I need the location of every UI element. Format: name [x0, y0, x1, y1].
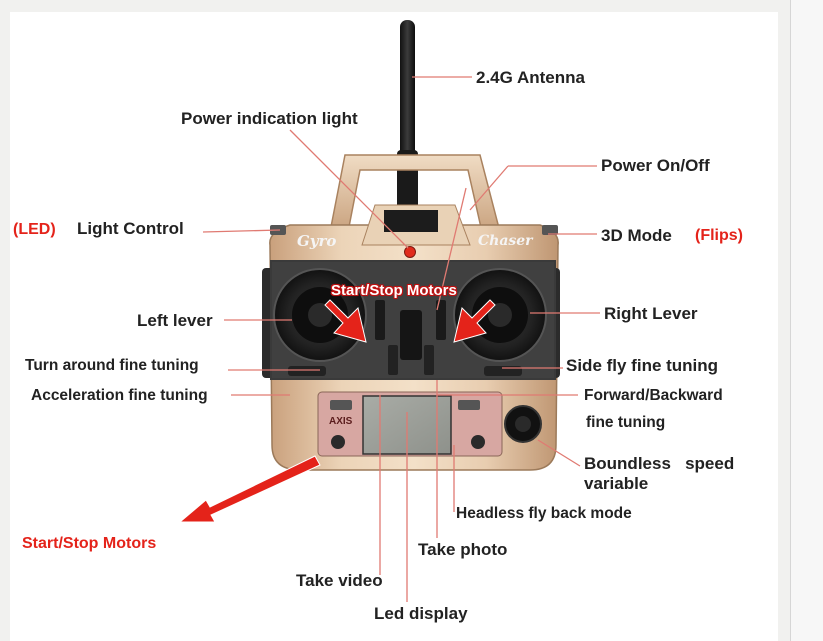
- start-stop-arrows: [178, 299, 496, 523]
- 3d-mode-label: 3D Mode: [601, 226, 672, 245]
- left-gimbal: [273, 268, 367, 362]
- right-panel: [791, 0, 823, 641]
- right-gimbal: [453, 268, 547, 362]
- boundless-label-line2: variable: [584, 474, 649, 493]
- take-photo-label: Take photo: [418, 540, 508, 559]
- start-stop-top-annotation: Start/Stop Motors: [331, 282, 457, 299]
- boundless-label-line1: Boundless speed: [584, 454, 735, 473]
- accel-tuning-label: Acceleration fine tuning: [31, 387, 208, 404]
- fwd-tuning-label-line1: Forward/Backward: [584, 387, 723, 404]
- lower-panel: [317, 391, 542, 457]
- power-onoff-label: Power On/Off: [601, 156, 710, 175]
- antenna-label: 2.4G Antenna: [476, 68, 585, 87]
- antenna: [397, 20, 418, 210]
- gyro-brand-text: Gyro: [297, 232, 337, 250]
- left-lever-label: Left lever: [137, 311, 213, 330]
- fwd-tuning-label-line2: fine tuning: [586, 414, 666, 431]
- start-stop-bottom-annotation: Start/Stop Motors: [22, 535, 157, 552]
- panel-divider: [790, 0, 791, 641]
- power-light-label: Power indication light: [181, 109, 358, 128]
- flips-annotation: (Flips): [695, 227, 743, 244]
- headless-label: Headless fly back mode: [456, 505, 632, 522]
- led-annotation: (LED): [13, 221, 56, 238]
- light-control-label: Light Control: [77, 219, 184, 238]
- turn-trim: [288, 366, 326, 376]
- center-switches: [375, 300, 446, 375]
- take-video-label: Take video: [296, 571, 383, 590]
- chaser-brand-text: Chaser: [478, 233, 533, 249]
- leader-lines: [202, 76, 600, 602]
- turn-tuning-label: Turn around fine tuning: [25, 357, 199, 374]
- axis-brand-text: AXIS: [329, 416, 353, 427]
- side-tuning-label: Side fly fine tuning: [566, 356, 719, 375]
- right-lever-label: Right Lever: [604, 304, 698, 323]
- led-display-label: Led display: [374, 604, 468, 623]
